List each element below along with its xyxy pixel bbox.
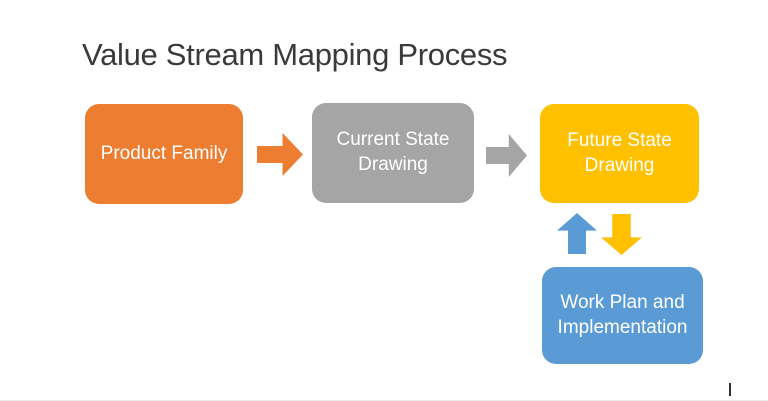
process-step-label: Future State Drawing	[567, 129, 672, 176]
process-step-label: Product Family	[100, 142, 228, 164]
flow-arrow-right-icon	[257, 133, 303, 176]
process-step-future-state-drawing: Future State Drawing	[540, 104, 699, 203]
arrow-down-icon	[601, 214, 642, 255]
process-step-label: Current State Drawing	[336, 129, 450, 175]
flow-arrow-right-icon	[486, 134, 527, 177]
arrow-down-shape	[601, 214, 642, 255]
process-step-work-plan-implementation: Work Plan and Implementation	[542, 267, 703, 364]
text-cursor-mark	[729, 383, 731, 396]
process-step-current-state-drawing: Current State Drawing	[312, 103, 474, 203]
arrow-right-shape	[257, 133, 303, 176]
arrow-up-shape	[557, 213, 597, 254]
slide-title: Value Stream Mapping Process	[82, 37, 508, 72]
arrow-up-icon	[557, 213, 597, 254]
process-step-label: Work Plan and Implementation	[557, 291, 688, 338]
arrow-right-shape	[486, 134, 527, 177]
process-step-product-family: Product Family	[85, 104, 243, 204]
